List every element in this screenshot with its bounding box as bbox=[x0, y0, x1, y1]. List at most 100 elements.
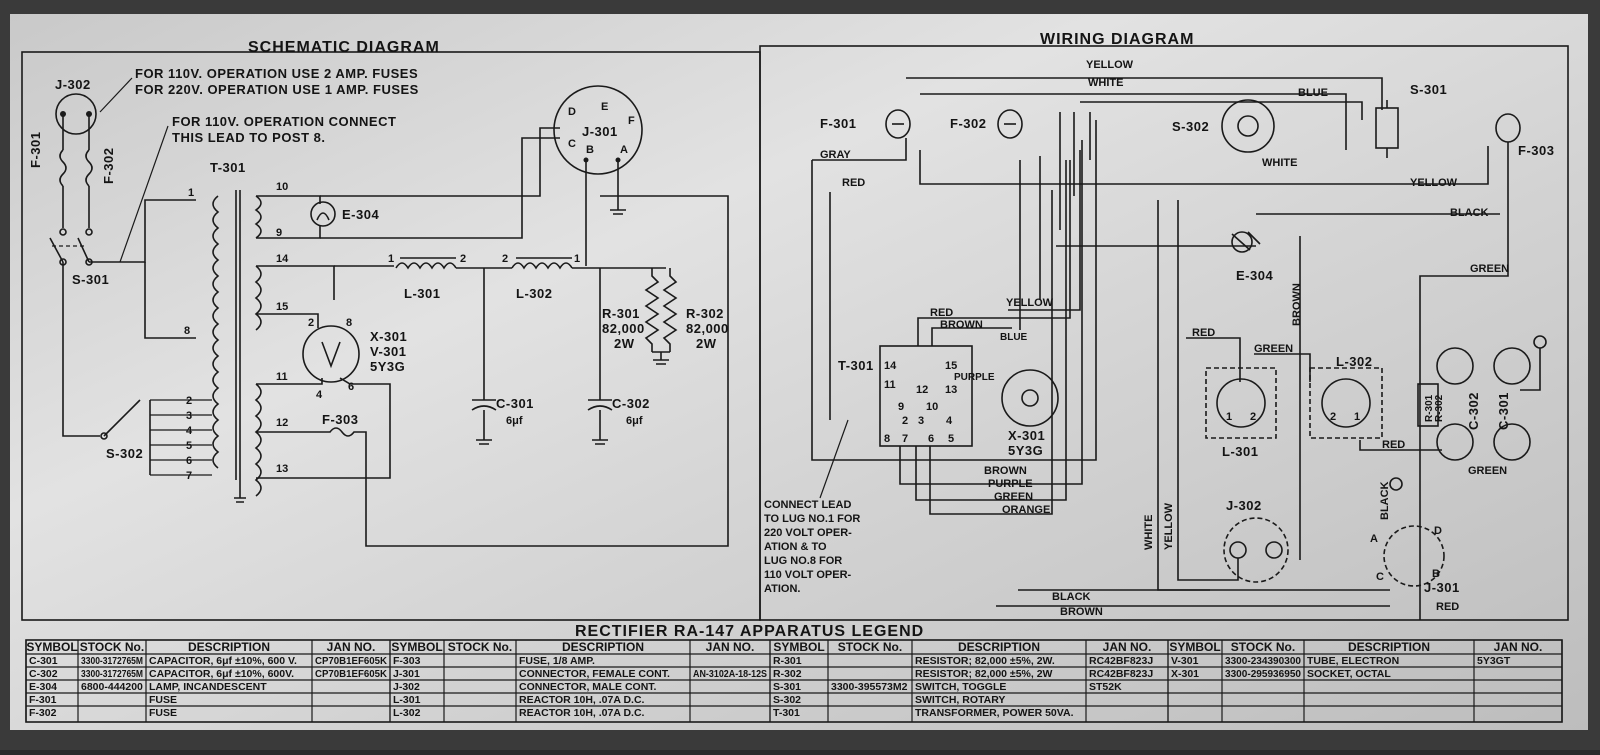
legend-header-cell: DESCRIPTION bbox=[562, 640, 644, 654]
j301-connector bbox=[553, 85, 643, 175]
legend-header-cell: JAN NO. bbox=[706, 640, 755, 654]
t301-heater-winding bbox=[254, 195, 262, 239]
wire-brown-t301 bbox=[931, 327, 1012, 346]
purple-label-bottom: PURPLE bbox=[988, 478, 1033, 490]
orange-label-bottom: ORANGE bbox=[1002, 504, 1050, 516]
red-label-l301: RED bbox=[1192, 327, 1215, 339]
r302-value: 82,000 bbox=[686, 321, 729, 336]
legend-cell: CP70B1EF605K bbox=[315, 668, 387, 680]
legend-cell: F-302 bbox=[29, 707, 57, 719]
legend-cell: J-301 bbox=[393, 668, 420, 680]
heater-return-j301 bbox=[320, 137, 560, 239]
l302-label: L-302 bbox=[516, 286, 552, 301]
wd-e304-lamp bbox=[1231, 231, 1253, 253]
brown-label-bottom2: BROWN bbox=[1060, 606, 1103, 618]
red-label-l302: RED bbox=[1382, 439, 1405, 451]
legend-cell: S-302 bbox=[773, 694, 801, 706]
legend-cell: F-303 bbox=[393, 655, 421, 667]
resistor-ground bbox=[652, 351, 670, 365]
legend-cell: E-304 bbox=[29, 681, 57, 693]
e304-filament bbox=[316, 212, 330, 221]
t301-pin6: 6 bbox=[186, 455, 192, 467]
e304-label: E-304 bbox=[342, 207, 379, 222]
legend-header-cell: STOCK No. bbox=[80, 640, 144, 654]
legend-cell: R-302 bbox=[773, 668, 802, 680]
wd-r301-label: R-301 bbox=[1424, 394, 1435, 422]
legend-header-cell: SYMBOL bbox=[391, 640, 442, 654]
c302-cap bbox=[587, 268, 613, 445]
wd-j301-d: D bbox=[1434, 525, 1442, 537]
wire-yellow-t301 bbox=[1008, 150, 1081, 311]
wd-c302-top bbox=[1436, 347, 1474, 385]
wiring-frame bbox=[759, 45, 1569, 621]
wd-j302-pin-right bbox=[1265, 541, 1283, 559]
j301-ground bbox=[610, 209, 626, 215]
r301-resistor bbox=[644, 268, 660, 352]
wd-c301-top bbox=[1493, 347, 1531, 385]
wire-gray-down bbox=[811, 160, 880, 461]
r302-label: R-302 bbox=[686, 306, 724, 321]
j301-pin-d: D bbox=[568, 106, 576, 118]
tube-filament bbox=[321, 341, 341, 369]
legend-cell: 6800-444200 bbox=[81, 681, 143, 693]
legend-cell: SWITCH, TOGGLE bbox=[915, 681, 1006, 693]
wd-t301-9: 9 bbox=[898, 401, 904, 413]
legend-cell: 3300-3172765M bbox=[81, 668, 143, 680]
wd-t301-5: 5 bbox=[948, 433, 954, 445]
legend-cell: CONNECTOR, MALE CONT. bbox=[519, 681, 657, 693]
wd-t301-12: 12 bbox=[916, 384, 928, 396]
wd-note-line1: CONNECT LEAD bbox=[764, 499, 851, 511]
yellow-label-t301: YELLOW bbox=[1006, 297, 1054, 309]
l301-pin1: 1 bbox=[388, 253, 394, 265]
wd-j301-c: C bbox=[1376, 571, 1384, 583]
wd-ground-lead bbox=[1520, 348, 1541, 391]
wire-green-right bbox=[1419, 142, 1509, 620]
wd-l301-label: L-301 bbox=[1222, 444, 1258, 459]
plate-surface bbox=[10, 14, 1588, 730]
wd-s301-label: S-301 bbox=[1410, 82, 1447, 97]
legend-header-cell: SYMBOL bbox=[773, 640, 824, 654]
wire-red-t301 bbox=[917, 160, 1071, 346]
wd-t301-board bbox=[879, 345, 973, 447]
legend-header-cell: DESCRIPTION bbox=[1348, 640, 1430, 654]
note-arrow-lead bbox=[119, 125, 169, 263]
lead-note-line2: THIS LEAD TO POST 8. bbox=[172, 130, 326, 145]
f301-fuse bbox=[59, 149, 67, 187]
wire-green-l bbox=[1254, 353, 1311, 382]
wd-t301-6: 6 bbox=[928, 433, 934, 445]
tube-pin8: 8 bbox=[346, 317, 352, 329]
wd-c301-bottom bbox=[1493, 423, 1531, 461]
green-label-c: GREEN bbox=[1468, 465, 1507, 477]
wd-j301-label: J-301 bbox=[1424, 580, 1460, 595]
x301-tube bbox=[302, 325, 360, 383]
legend-cell: T-301 bbox=[773, 707, 800, 719]
note-arrow bbox=[819, 419, 849, 499]
wd-r302-label: R-302 bbox=[1434, 394, 1445, 422]
legend-header-cell: JAN NO. bbox=[327, 640, 376, 654]
schematic-diagram: SCHEMATIC DIAGRAM FOR 110V. OPERATION US… bbox=[28, 39, 729, 547]
e304-lamp bbox=[310, 201, 336, 227]
t301-pin10: 10 bbox=[276, 181, 288, 193]
wd-s302-body bbox=[1221, 99, 1275, 153]
f303-circuit bbox=[256, 195, 729, 547]
red-label-left: RED bbox=[842, 177, 865, 189]
yellow-label-vert: YELLOW bbox=[1163, 502, 1175, 550]
legend-header-cell: DESCRIPTION bbox=[958, 640, 1040, 654]
legend-cell: 3300-234390300 bbox=[1225, 655, 1301, 667]
legend-cell: V-301 bbox=[1171, 655, 1199, 667]
legend-cell: AN-3102A-18-12S bbox=[693, 668, 767, 680]
wd-t301-2: 2 bbox=[902, 415, 908, 427]
wd-note-line5: LUG NO.8 FOR bbox=[764, 555, 842, 567]
t301-pin3: 3 bbox=[186, 410, 192, 422]
t301-pin14: 14 bbox=[276, 253, 289, 265]
note-arrow-fuse bbox=[99, 77, 133, 113]
legend-cell: CAPACITOR, 6μf ±10%, 600V. bbox=[149, 668, 294, 680]
t301-pin5: 5 bbox=[186, 440, 192, 452]
schematic-title: SCHEMATIC DIAGRAM bbox=[248, 39, 440, 56]
wd-t301-11: 11 bbox=[884, 379, 896, 391]
c301-value: 6μf bbox=[506, 415, 523, 427]
wd-f302-label: F-302 bbox=[950, 116, 986, 131]
wd-s302-shaft bbox=[1237, 115, 1259, 137]
t301-primary bbox=[212, 195, 220, 469]
